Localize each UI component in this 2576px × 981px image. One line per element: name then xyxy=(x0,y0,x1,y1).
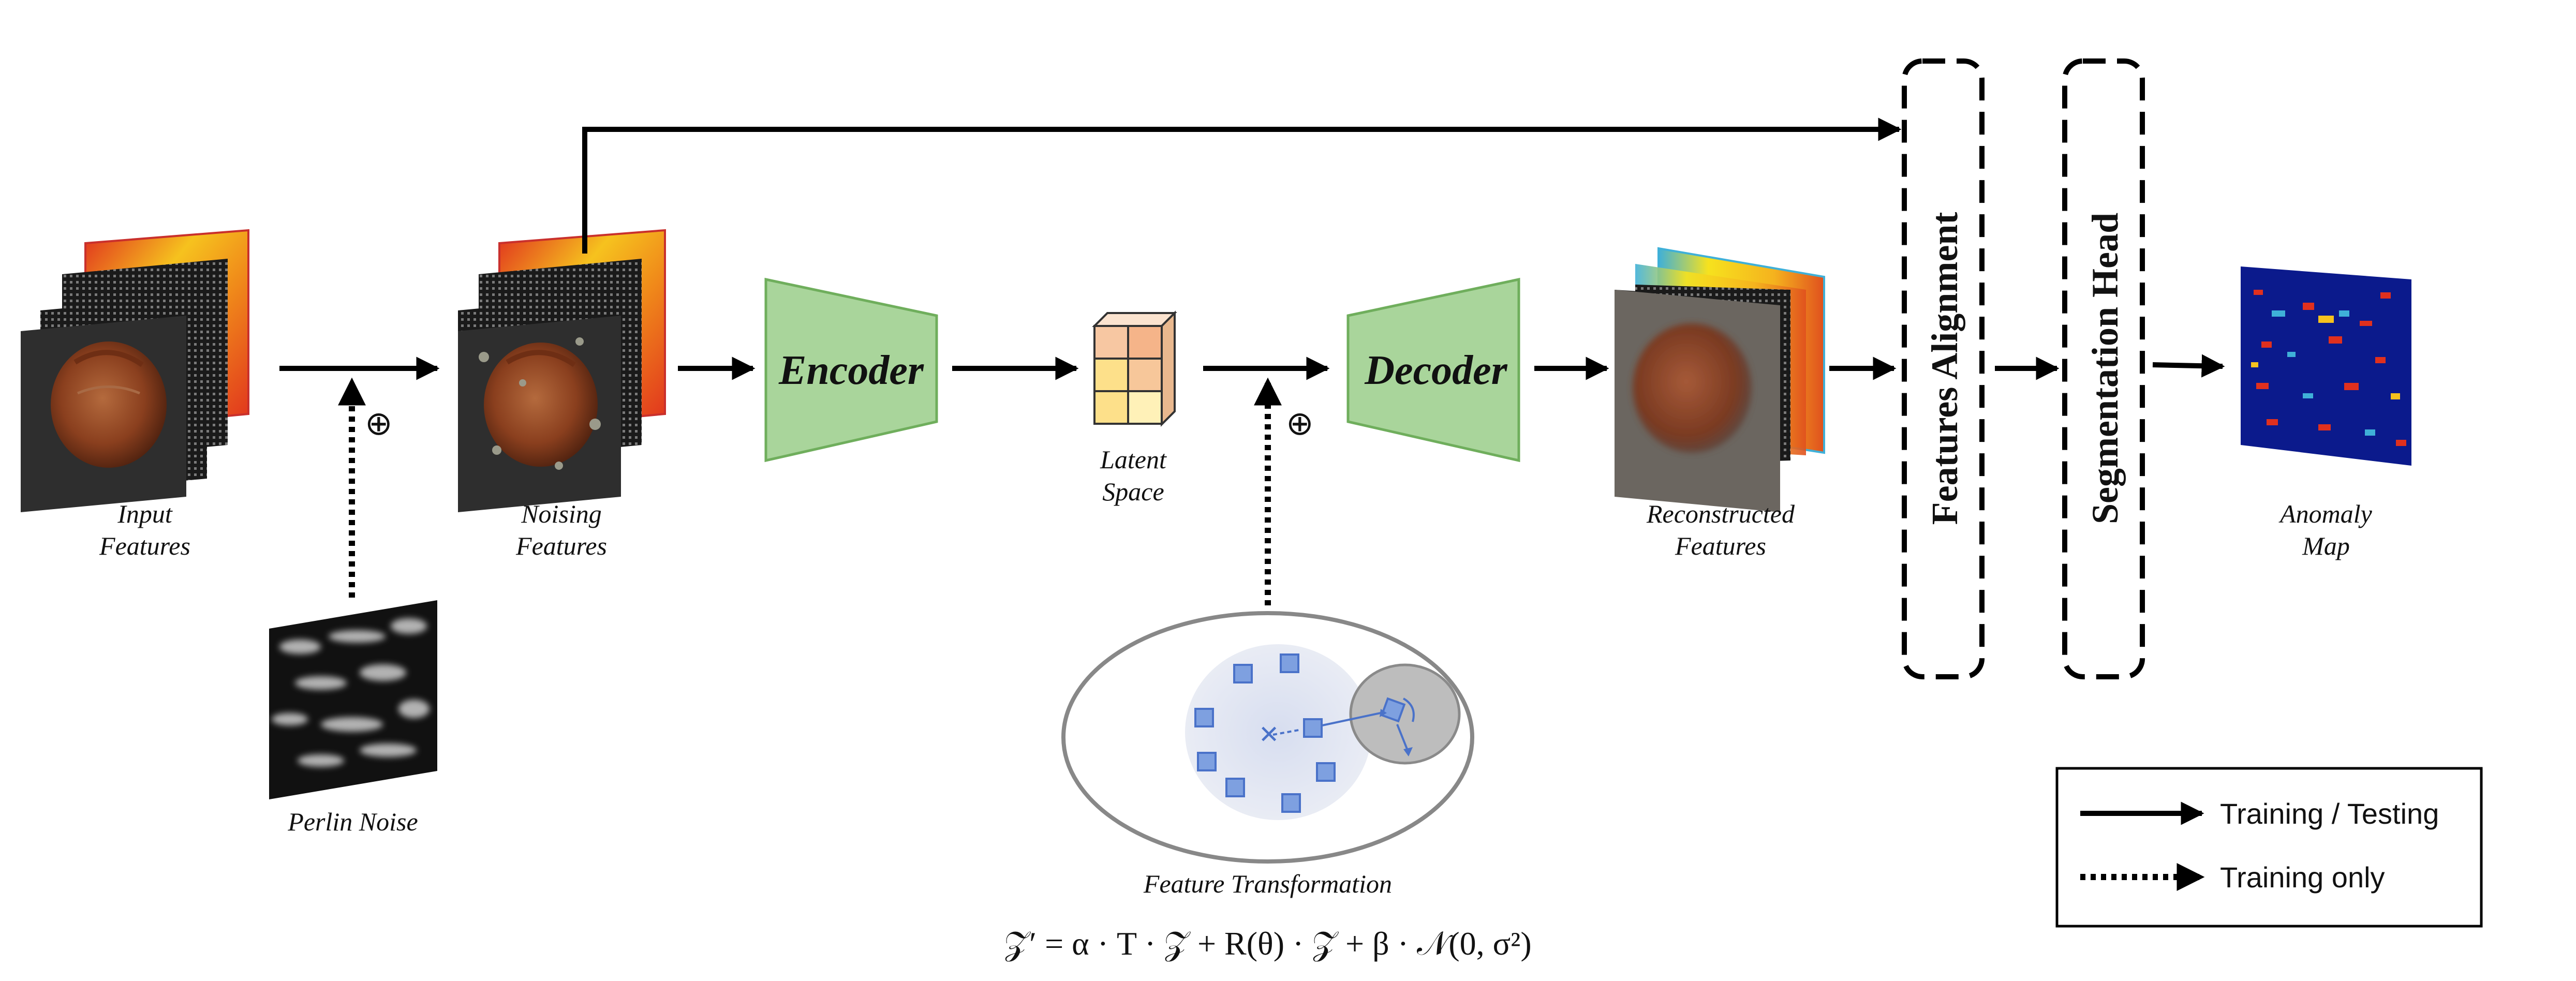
perlin-noise-label: Perlin Noise xyxy=(287,807,418,836)
noising-features-label-2: Features xyxy=(515,531,607,560)
input-features-stack xyxy=(21,229,249,512)
features-alignment-block xyxy=(1902,58,1985,679)
noising-features-stack xyxy=(458,229,666,512)
segmentation-head-label: Segmentation Head xyxy=(2084,213,2126,524)
reconstructed-features-label-2: Features xyxy=(1675,531,1766,560)
latent-space-label-2: Space xyxy=(1102,477,1164,506)
reconstructed-features-stack xyxy=(1615,247,1825,512)
feature-transformation-panel: ✕ xyxy=(1061,611,1474,864)
legend-training-testing: Training / Testing xyxy=(2220,797,2439,830)
decoder-label: Decoder xyxy=(1364,348,1507,393)
features-alignment-label: Features Alignment xyxy=(1924,212,1965,525)
encoder-label: Encoder xyxy=(778,348,924,393)
legend-box: Training / Testing Training only xyxy=(2055,767,2483,928)
input-features-label-2: Features xyxy=(99,531,190,560)
decoder-block xyxy=(1346,277,1520,463)
transformation-formula: 𝒵′ = α · T · 𝒵 + R(θ) · 𝒵 + β · 𝒩(0, σ²) xyxy=(1004,925,1531,962)
direct-sum-symbol-2: ⊕ xyxy=(1286,405,1314,443)
anomaly-map-label: Anomaly xyxy=(2278,499,2373,528)
reconstructed-features-label: Reconstructed xyxy=(1646,499,1795,528)
input-features-label: Input xyxy=(117,499,173,528)
latent-space-label: Latent xyxy=(1100,445,1167,474)
latent-space-cube xyxy=(1092,310,1177,427)
anomaly-map-label-2: Map xyxy=(2302,531,2350,560)
skip-connection-arrow xyxy=(582,117,1902,254)
arrow-segmentation-to-anomaly xyxy=(2152,354,2225,378)
direct-sum-symbol-1: ⊕ xyxy=(365,405,393,443)
noising-features-label: Noising xyxy=(521,499,602,528)
legend-training-only: Training only xyxy=(2220,861,2385,894)
encoder-block xyxy=(764,277,938,463)
perlin-noise-image xyxy=(269,600,437,799)
anomaly-map-image xyxy=(2241,266,2411,466)
feature-transformation-label: Feature Transformation xyxy=(1143,869,1392,898)
segmentation-head-block xyxy=(2062,58,2145,679)
